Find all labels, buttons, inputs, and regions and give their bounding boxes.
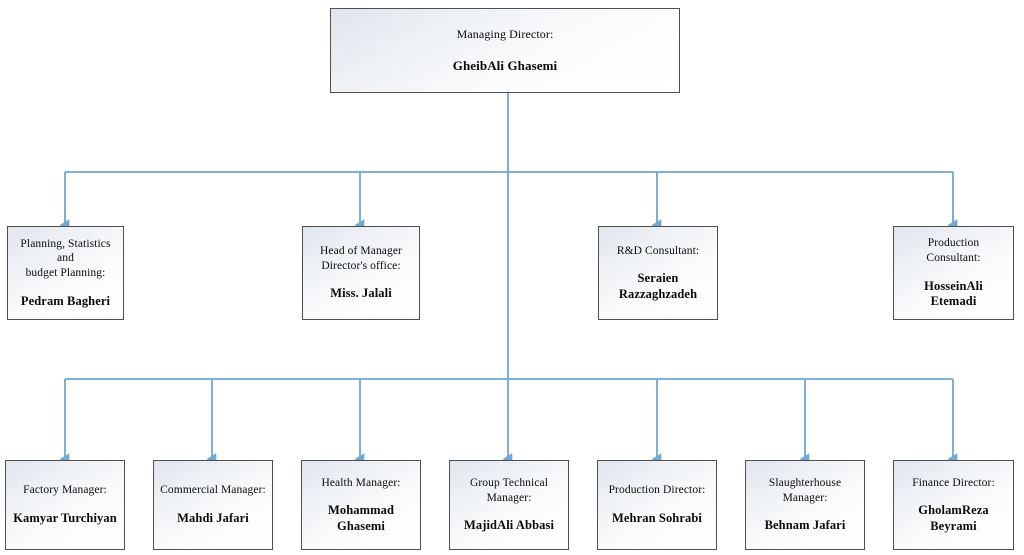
node-person-name: Kamyar Turchiyan [13,511,117,526]
org-node-production-consultant[interactable]: Production Consultant: HosseinAli Etemadi [893,226,1014,320]
node-title: Group Technical Manager: [469,476,549,504]
org-node-group-technical-manager[interactable]: Group Technical Manager: MajidAli Abbasi [449,460,569,550]
org-node-rd-consultant[interactable]: R&D Consultant: Seraien Razzaghzadeh [598,226,718,320]
node-person-name: GholamReza Beyrami [918,503,989,533]
node-person-name: HosseinAli Etemadi [924,278,983,309]
node-title: Health Manager: [321,476,401,489]
node-title: Commercial Manager: [160,484,266,497]
org-node-finance-director[interactable]: Finance Director: GholamReza Beyrami [893,460,1014,550]
connector-lines [59,93,958,466]
node-person-name: GheibAli Ghasemi [452,58,558,74]
org-node-planning-statistics-budget[interactable]: Planning, Statistics and budget Planning… [7,226,124,320]
org-node-health-manager[interactable]: Health Manager: Mohammad Ghasemi [301,460,421,550]
node-title: R&D Consultant: [616,244,700,257]
node-title: Production Director: [608,484,706,497]
node-title: Head of Manager Director's office: [320,244,402,272]
node-title: Slaughterhouse Manager: [768,476,842,504]
org-node-slaughterhouse-manager[interactable]: Slaughterhouse Manager: Behnam Jafari [745,460,865,550]
node-person-name: Mahdi Jafari [177,511,249,526]
node-person-name: Behnam Jafari [764,518,846,533]
node-title: Production Consultant: [926,237,981,264]
org-node-head-of-manager-directors-office[interactable]: Head of Manager Director's office: Miss. … [302,226,420,320]
node-title: Factory Manager: [23,484,107,497]
node-title: Planning, Statistics and budget Planning… [20,237,111,280]
org-node-managing-director[interactable]: Managing Director: GheibAli Ghasemi [330,8,680,93]
node-person-name: Seraien Razzaghzadeh [618,271,698,301]
org-node-factory-manager[interactable]: Factory Manager: Kamyar Turchiyan [5,460,125,550]
node-person-name: Pedram Bagheri [20,293,111,308]
org-node-commercial-manager[interactable]: Commercial Manager: Mahdi Jafari [153,460,273,550]
node-person-name: Mehran Sohrabi [612,511,702,526]
node-title: Finance Director: [912,476,995,489]
node-title: Managing Director: [456,26,554,41]
node-person-name: Mohammad Ghasemi [327,503,395,533]
node-person-name: MajidAli Abbasi [463,518,555,533]
node-person-name: Miss. Jalali [330,286,392,301]
org-node-production-director[interactable]: Production Director: Mehran Sohrabi [597,460,717,550]
